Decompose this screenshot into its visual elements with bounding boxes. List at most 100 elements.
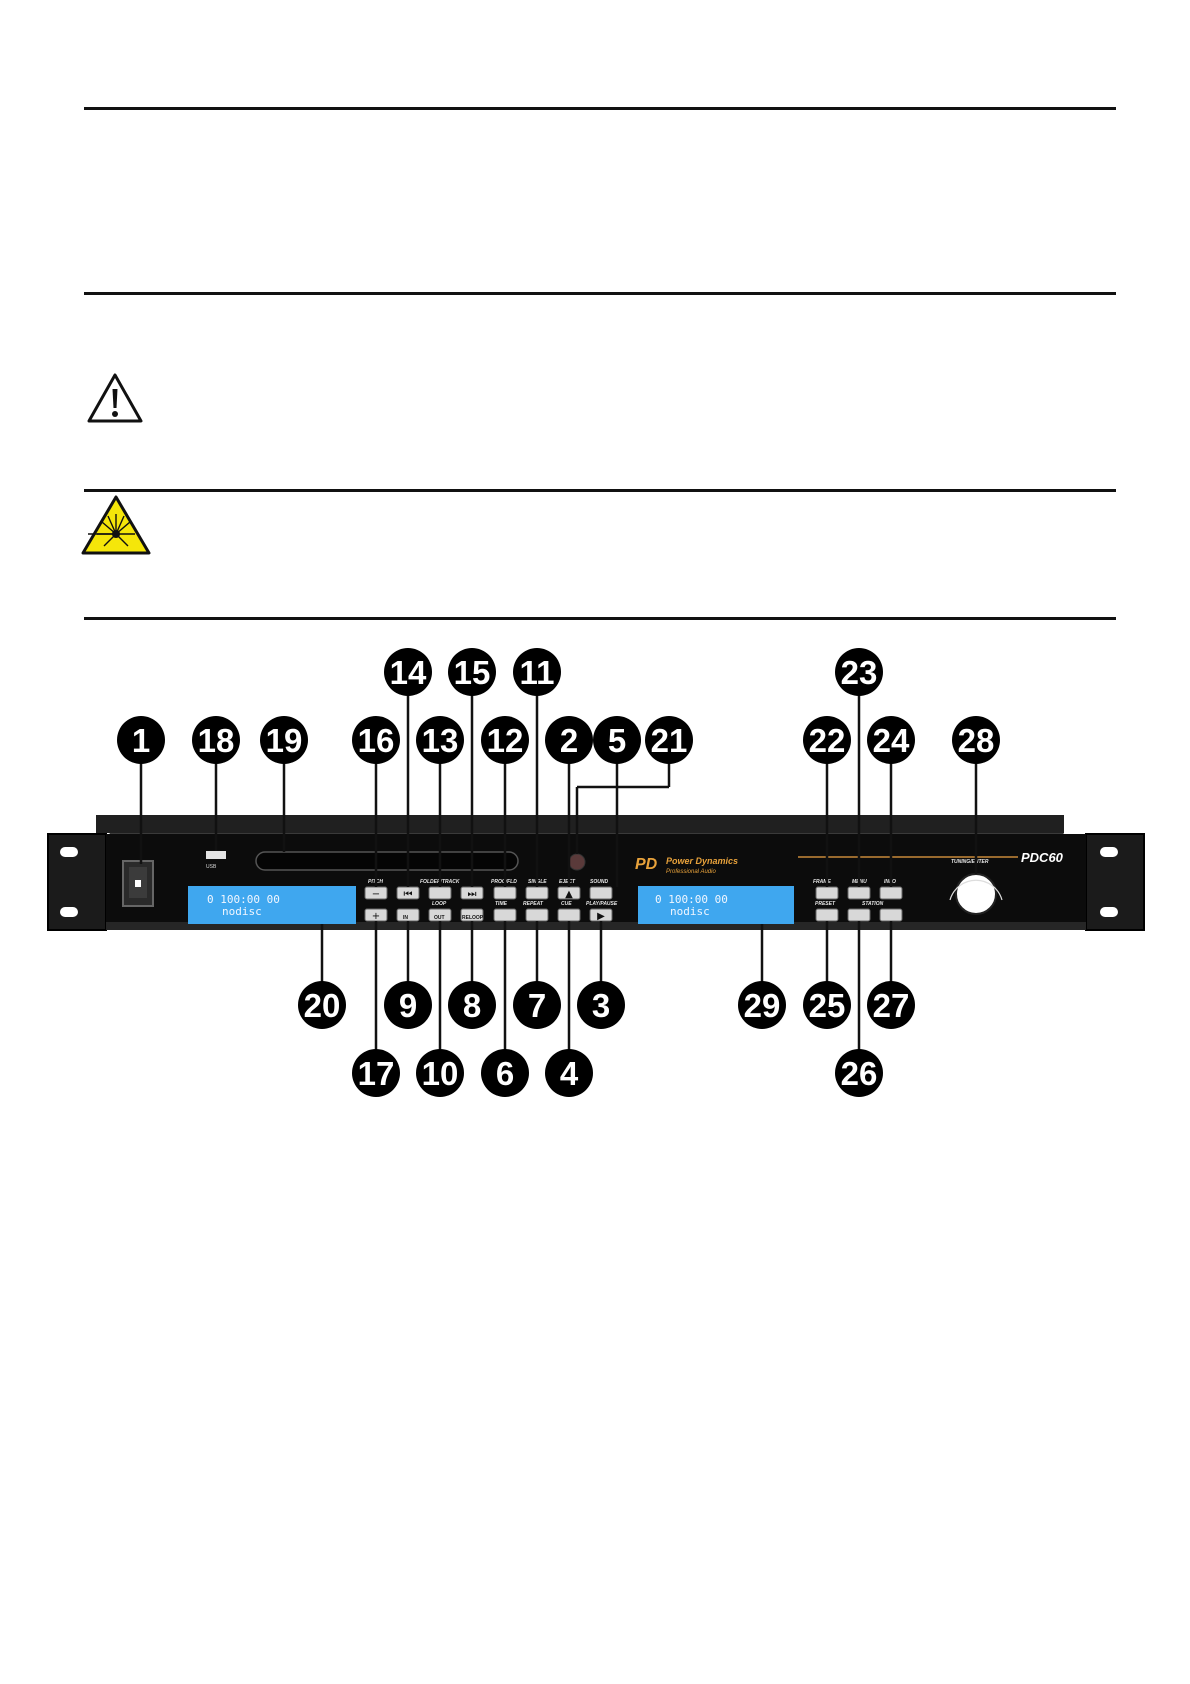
callout-number: 10 [422,1055,459,1092]
callout-number: 5 [608,722,626,759]
callout-badge [803,981,851,1029]
callout-number: 22 [809,722,846,759]
callout-number: 26 [841,1055,878,1092]
callout-leaders [139,694,978,1051]
label-in: IN [403,915,408,921]
label-station: STATION [862,901,884,907]
program-button[interactable] [493,886,517,900]
eject-button[interactable]: ▲ [557,886,581,900]
brand-logo: PD [635,856,658,873]
pitch-plus-button-glyph: + [372,911,380,922]
callout-number: 4 [560,1055,579,1092]
time-button-cap [493,908,517,922]
label-sound: SOUND [590,879,608,885]
menu-button-cap [847,886,871,900]
callout-number: 20 [304,987,341,1024]
folder-button[interactable] [428,886,452,900]
callout-badge [260,716,308,764]
callout-badge [448,648,496,696]
rack-hole [60,847,78,857]
section-rule-2 [84,292,1116,295]
menu-button[interactable] [847,886,871,900]
section-rule-4 [84,617,1116,620]
callout-badge [545,1049,593,1097]
button-layer: − + ⏮ ⏭ ▲ ▶ [364,886,903,922]
track-forward-button[interactable]: ⏭ [460,886,484,900]
rack-hole [60,907,78,917]
track-back-button[interactable]: ⏮ [396,886,420,900]
play-pause-button[interactable]: ▶ [589,908,613,922]
laser-warning-icon [81,495,151,555]
callout-badge [867,981,915,1029]
callout-badge [352,716,400,764]
callout-number: 1 [132,722,150,759]
frame-button[interactable] [815,886,839,900]
callout-badge [545,716,593,764]
folder-button-cap [428,886,452,900]
label-out: OUT [434,915,445,921]
callout-badge [803,716,851,764]
station-down-button-cap [847,908,871,922]
callout-number: 25 [809,987,846,1024]
tuner-display [638,886,794,924]
callout-number: 17 [358,1055,395,1092]
callout-number: 24 [873,722,910,759]
cd-slot [255,851,519,871]
callout-badge [867,716,915,764]
callout-badge [448,981,496,1029]
loop-in-button-cap [396,908,420,922]
frame-button-cap [815,886,839,900]
section-rule-1 [84,107,1116,110]
callout-number: 23 [841,654,878,691]
usb-port[interactable] [206,851,226,859]
warning-triangle-icon [87,373,143,423]
callout-number: 27 [873,987,910,1024]
callout-badge [416,1049,464,1097]
callout-badge [645,716,693,764]
callout-number: 14 [390,654,427,691]
label-cue: CUE [561,901,572,907]
label-time: TIME [495,901,508,907]
callout-badge [577,981,625,1029]
pitch-minus-button[interactable]: − [364,886,388,900]
eject-button-glyph: ▲ [565,889,573,900]
callout-badge [513,648,561,696]
station-up-button[interactable] [879,908,903,922]
label-play-pause: PLAY/PAUSE [586,901,618,907]
play-pause-button-glyph: ▶ [597,911,605,922]
callout-number: 2 [560,722,578,759]
callout-badge [481,716,529,764]
callout-number: 28 [958,722,995,759]
callout-number: 7 [528,987,546,1024]
callout-badge [481,1049,529,1097]
knob-arc [949,879,1003,901]
callout-badge [593,716,641,764]
preset-button-cap [815,908,839,922]
label-preset: PRESET [815,901,836,907]
callout-number: 15 [454,654,491,691]
callout-number: 13 [422,722,459,759]
info-button[interactable] [879,886,903,900]
callout-number: 8 [463,987,481,1024]
repeat-button-cap [525,908,549,922]
callout-badge [352,1049,400,1097]
callout-number: 19 [266,722,303,759]
info-button-cap [879,886,903,900]
label-loop: LOOP [432,901,447,907]
usb-label: USB [206,864,217,870]
callout-badge [835,648,883,696]
single-button[interactable] [525,886,549,900]
loop-in-button[interactable] [396,908,420,922]
pitch-plus-button[interactable]: + [364,908,388,922]
callout-badge [416,716,464,764]
cue-button[interactable] [557,908,581,922]
time-button[interactable] [493,908,517,922]
callout-number: 6 [496,1055,514,1092]
preset-button[interactable] [815,908,839,922]
repeat-button[interactable] [525,908,549,922]
sound-button[interactable] [589,886,613,900]
station-down-button[interactable] [847,908,871,922]
ir-sensor [568,853,586,871]
